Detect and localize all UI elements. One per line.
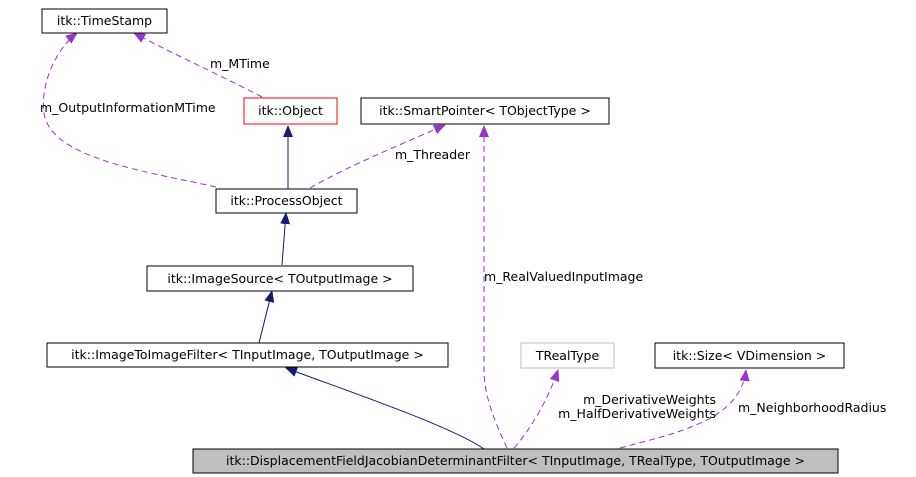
- node-trealtype[interactable]: TRealType: [520, 342, 615, 369]
- edge-main-to-trealtype: [513, 369, 560, 449]
- node-main-label: itk::DisplacementFieldJacobianDeterminan…: [226, 453, 805, 468]
- node-size[interactable]: itk::Size< VDimension >: [654, 342, 845, 369]
- node-imagetoimagefilter[interactable]: itk::ImageToImageFilter< TInputImage, TO…: [46, 342, 449, 368]
- node-imagesource[interactable]: itk::ImageSource< TOutputImage >: [146, 265, 414, 292]
- node-trealtype-label: TRealType: [535, 348, 600, 363]
- edge-label-half-derivative-weights: m_HalfDerivativeWeights: [558, 406, 716, 421]
- node-displacement-field-jacobian-determinant-filter[interactable]: itk::DisplacementFieldJacobianDeterminan…: [192, 448, 839, 474]
- edge-label-neighborhood-radius: m_NeighborhoodRadius: [738, 400, 886, 415]
- edge-object-to-timestamp: [133, 32, 263, 98]
- edge-label-threader: m_Threader: [395, 147, 471, 162]
- edge-processobject-to-smartpointer: [309, 124, 446, 189]
- node-imagetoimagefilter-label: itk::ImageToImageFilter< TInputImage, TO…: [71, 347, 424, 362]
- node-imagesource-label: itk::ImageSource< TOutputImage >: [167, 271, 392, 286]
- node-processobject-label: itk::ProcessObject: [230, 193, 342, 208]
- edge-label-real-valued-input-image: m_RealValuedInputImage: [484, 269, 643, 284]
- node-timestamp-label: itk::TimeStamp: [57, 13, 152, 28]
- node-object[interactable]: itk::Object: [243, 97, 338, 125]
- edge-processobject-to-timestamp: [42, 32, 217, 188]
- node-processobject[interactable]: itk::ProcessObject: [215, 188, 358, 214]
- edge-label-mtime: m_MTime: [210, 56, 270, 71]
- node-object-label: itk::Object: [258, 103, 323, 118]
- node-timestamp[interactable]: itk::TimeStamp: [41, 8, 168, 34]
- edge-label-output-information-mtime: m_OutputInformationMTime: [40, 100, 216, 115]
- edge-imagesource-to-processobject: [280, 212, 291, 266]
- edge-label-derivative-weights: m_DerivativeWeights: [583, 392, 716, 407]
- edge-main-to-size: [619, 369, 750, 449]
- edge-imagetoimagefilter-to-imagesource: [258, 290, 275, 344]
- edge-main-to-imagetoimagefilter: [285, 367, 485, 450]
- edge-main-to-smartpointer: [479, 125, 508, 449]
- node-smartpointer-label: itk::SmartPointer< TObjectType >: [379, 103, 591, 118]
- node-smartpointer[interactable]: itk::SmartPointer< TObjectType >: [360, 97, 610, 125]
- node-size-label: itk::Size< VDimension >: [673, 348, 827, 363]
